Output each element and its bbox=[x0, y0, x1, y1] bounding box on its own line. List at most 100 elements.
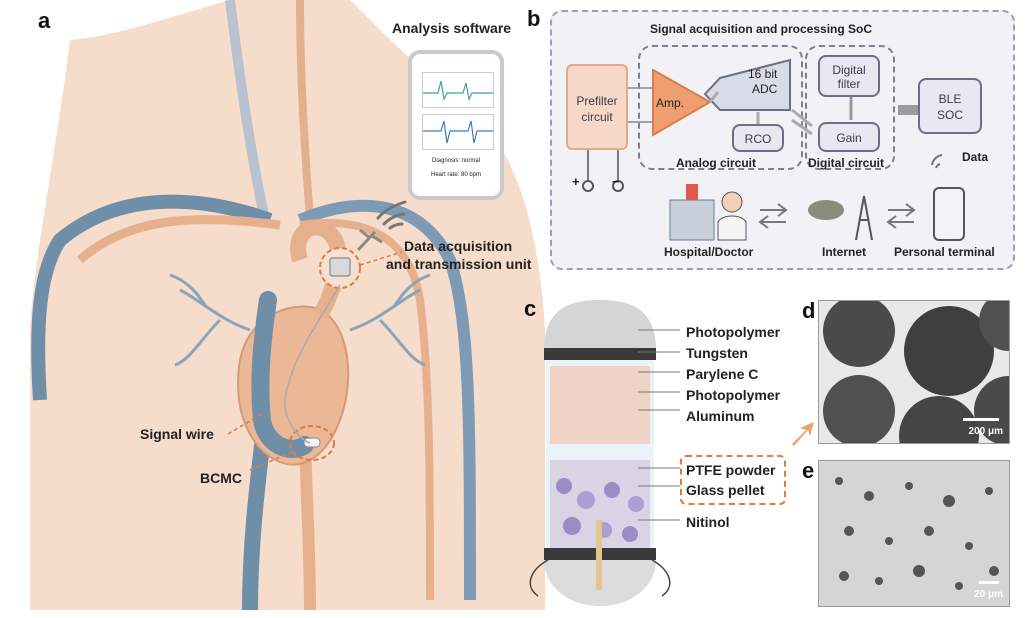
tower-icon bbox=[855, 195, 873, 241]
rco-text: RCO bbox=[744, 132, 772, 146]
nitinol-wire bbox=[596, 520, 602, 590]
nitinol-arm-left bbox=[529, 559, 549, 597]
aluminum-layer bbox=[550, 366, 650, 444]
glass-pellet bbox=[577, 491, 595, 509]
arrow-shape bbox=[792, 422, 814, 446]
scale-bar-e bbox=[979, 581, 999, 584]
gain-text: Gain bbox=[836, 131, 862, 145]
glass-label: Glass pellet bbox=[686, 482, 765, 498]
ble-text-2: SOC bbox=[936, 108, 963, 122]
neck-vessel bbox=[296, 0, 314, 221]
particle bbox=[989, 566, 999, 576]
arm-vessel-right bbox=[297, 199, 476, 601]
micrograph-e: 20 μm bbox=[818, 460, 1010, 607]
electrode-minus bbox=[612, 180, 624, 192]
prefilter-box: Prefilter circuit bbox=[566, 64, 628, 150]
exchange-arrows-2 bbox=[886, 203, 916, 229]
adc-label-2: ADC bbox=[752, 82, 778, 96]
aortic-arch bbox=[290, 219, 347, 320]
callout-data-unit bbox=[359, 251, 403, 266]
electrode-plus bbox=[582, 180, 594, 192]
bcmc-label: BCMC bbox=[200, 470, 242, 486]
callout-bcmc bbox=[249, 451, 293, 471]
arrow-gain-adc bbox=[791, 108, 813, 128]
tungsten-band-top bbox=[544, 348, 656, 360]
wire bbox=[628, 87, 653, 123]
particle bbox=[943, 495, 955, 507]
capsule-cap-top bbox=[544, 300, 656, 350]
phone-heart-rate: Heart rate: 80 bpm bbox=[430, 172, 482, 178]
panel-e-letter: e bbox=[802, 458, 815, 483]
ble-soc-box: BLE SOC bbox=[918, 78, 982, 134]
scale-bar-d bbox=[963, 418, 999, 421]
bcmc-device bbox=[303, 437, 321, 448]
ptfe-label: PTFE powder bbox=[686, 462, 776, 478]
layer-label-0: Photopolymer bbox=[686, 324, 781, 340]
particle bbox=[844, 526, 854, 536]
panel-b-title: Signal acquisition and processing SoC bbox=[650, 22, 873, 36]
signal-wire-label: Signal wire bbox=[140, 426, 214, 442]
phone-illustration: Diagnosis: normal Heart rate: 80 bpm bbox=[408, 50, 504, 200]
micrograph-d: 200 μm bbox=[818, 300, 1010, 444]
arm-vessel-left bbox=[31, 194, 273, 401]
glass-pellet bbox=[556, 478, 572, 494]
layer-label-3: Photopolymer bbox=[686, 387, 781, 403]
arm-artery-right bbox=[299, 218, 434, 601]
ecg-plot-1 bbox=[422, 72, 494, 108]
digital-circuit-label: Digital circuit bbox=[808, 156, 885, 170]
panel-d-letter: d bbox=[802, 298, 816, 323]
glass-pellet bbox=[563, 517, 581, 535]
ecg-trace bbox=[423, 120, 493, 144]
particle bbox=[965, 542, 973, 550]
digital-filter-text-2: filter bbox=[837, 77, 861, 91]
particle bbox=[905, 482, 913, 490]
particle bbox=[899, 396, 979, 443]
capsule-illustration bbox=[529, 300, 680, 606]
internet-label: Internet bbox=[822, 245, 867, 259]
analog-circuit-label: Analog circuit bbox=[676, 156, 757, 170]
amp-triangle bbox=[652, 68, 713, 137]
panel-b-letter: b bbox=[527, 6, 541, 31]
scale-label-d: 200 μm bbox=[968, 426, 1003, 437]
callout-lines bbox=[638, 329, 680, 521]
digital-filter-box: Digital filter bbox=[818, 55, 880, 97]
arrow-amp-adc bbox=[708, 91, 720, 103]
gain-box: Gain bbox=[818, 122, 880, 152]
orange-arrow bbox=[792, 422, 814, 446]
nitinol-arm-right bbox=[651, 559, 671, 597]
wifi-icon bbox=[376, 200, 407, 230]
particle bbox=[974, 376, 1009, 443]
particle bbox=[885, 537, 893, 545]
layer-label-4: Aluminum bbox=[686, 408, 755, 424]
data-unit-label-line2: and transmission unit bbox=[386, 256, 532, 272]
lung-vessels-left bbox=[169, 273, 251, 367]
layer-label-1: Tungsten bbox=[686, 345, 748, 361]
neck-vessel bbox=[225, 0, 270, 222]
arm-artery-left bbox=[76, 215, 281, 264]
particle bbox=[839, 571, 849, 581]
particle bbox=[913, 565, 925, 577]
data-unit-label-line1: Data acquisition bbox=[404, 238, 513, 254]
cloud-icon bbox=[808, 200, 844, 220]
bcmc-highlight bbox=[289, 425, 335, 461]
prefilter-text-2: circuit bbox=[581, 110, 613, 124]
prefilter-text-1: Prefilter bbox=[576, 94, 618, 108]
hospital-icon bbox=[669, 199, 715, 241]
panel-a-letter: a bbox=[38, 8, 51, 33]
adc-shape bbox=[703, 58, 791, 111]
particle bbox=[904, 306, 994, 396]
particle bbox=[823, 375, 895, 443]
analog-region bbox=[638, 45, 803, 170]
amp-label: Amp. bbox=[656, 96, 685, 110]
wire bbox=[587, 150, 619, 180]
lung-vessels-right bbox=[349, 273, 431, 367]
smartphone-icon bbox=[933, 187, 965, 241]
phone-diagnosis: Diagnosis: normal bbox=[431, 158, 481, 164]
ptfe-glass-callout bbox=[680, 455, 786, 505]
signal-wire bbox=[284, 284, 341, 444]
ecg-trace bbox=[423, 80, 493, 101]
adc-label-1: 16 bit bbox=[748, 67, 778, 81]
particle bbox=[979, 301, 1009, 351]
data-unit-device bbox=[329, 257, 351, 277]
doctor-body bbox=[717, 215, 747, 241]
